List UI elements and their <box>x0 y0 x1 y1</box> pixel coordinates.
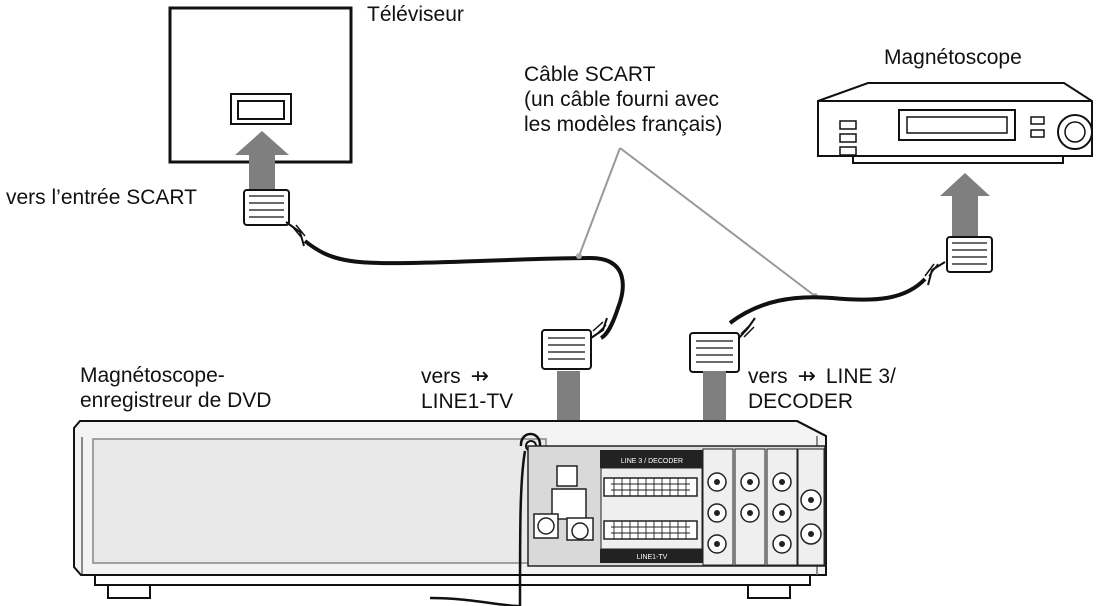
line3-label-suffix: LINE 3/ <box>825 365 896 388</box>
vcr <box>817 82 1093 164</box>
vcr-input-arrow <box>940 173 990 238</box>
line1-label: vers ⇸ LINE1-TV <box>421 363 513 414</box>
line1-label-prefix: vers <box>421 365 461 388</box>
recorder-scart-plug-left <box>541 317 608 370</box>
cable-leader-lines <box>576 147 818 299</box>
scart-input-label: vers l’entrée SCART <box>6 186 198 209</box>
line3-label-line-1: vers ⇸ LINE 3/ <box>748 363 896 389</box>
cable-label-line-2: (un câble fourni avec <box>524 88 719 111</box>
tv-scart-plug <box>243 189 306 247</box>
vcr-scart-plug <box>924 236 993 286</box>
line3-label-line-2: DECODER <box>748 390 854 413</box>
cable-label-line-1: Câble SCART <box>524 63 656 86</box>
tv-input-arrow <box>235 131 289 193</box>
scart-output-icon: ⇸ <box>470 363 489 388</box>
tv-label: Téléviseur <box>367 3 464 26</box>
line1-label-line-1: vers ⇸ <box>421 363 513 389</box>
cable-label: Câble SCART (un câble fourni avec les mo… <box>524 62 722 137</box>
panel-line3-label: LINE 3 / DECODER <box>621 458 683 465</box>
panel-line1-label: LINE1-TV <box>637 554 668 561</box>
cable-label-line-3: les modèles français) <box>524 113 723 136</box>
line3-label: vers ⇸ LINE 3/ DECODER <box>748 363 896 414</box>
recorder-label: Magnétoscope- enregistreur de DVD <box>80 363 271 413</box>
tv-recorder-cable <box>303 239 625 340</box>
line1-label-line-2: LINE1-TV <box>421 390 514 413</box>
scart-output-icon: ⇸ <box>797 363 816 388</box>
line3-label-prefix: vers <box>748 365 788 388</box>
recorder-label-line-2: enregistreur de DVD <box>80 389 272 412</box>
recorder-back-panel: LINE 3 / DECODER LINE1-TV <box>527 445 826 567</box>
vcr-label: Magnétoscope <box>884 46 1022 69</box>
recorder-scart-plug-right <box>689 317 756 373</box>
vcr-recorder-cable <box>728 277 927 325</box>
recorder-label-line-1: Magnétoscope- <box>80 364 225 387</box>
